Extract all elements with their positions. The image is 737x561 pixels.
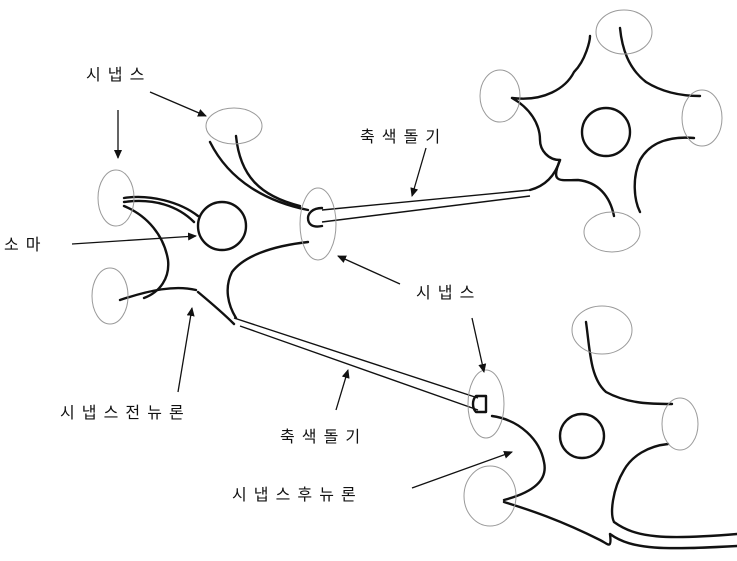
- label-synapse-mid: 시 냅 스: [416, 283, 475, 302]
- synapse-zone: [584, 212, 640, 252]
- arrow-synapse-mid: [338, 256, 400, 284]
- upper-right-nucleus: [582, 108, 630, 156]
- synapse-zone: [206, 108, 262, 144]
- arrow-soma: [72, 236, 196, 244]
- presynaptic-dendrite-top: [236, 136, 300, 206]
- synapse-zone: [92, 268, 128, 324]
- lower-right-neuron: [492, 322, 737, 548]
- axon-upper: [308, 160, 560, 227]
- upper-right-neuron: [512, 28, 700, 216]
- synapse-zone: [572, 306, 632, 354]
- lower-right-nucleus: [560, 414, 604, 458]
- synapse-zone: [480, 70, 520, 122]
- synapse-zone: [464, 466, 516, 526]
- presynaptic-neuron-left-upper: [124, 206, 168, 298]
- arrow-axon-bottom: [336, 370, 348, 410]
- synapse-zone: [662, 398, 698, 450]
- arrow-synapse-top-right: [150, 92, 206, 116]
- synapse-zone: [300, 188, 336, 260]
- arrow-synapse-lower: [472, 318, 484, 372]
- arrow-postsynaptic: [412, 452, 512, 488]
- label-presynaptic-neuron: 시 냅 스 전 뉴 론: [60, 403, 185, 422]
- label-soma: 소 마: [4, 235, 42, 254]
- arrow-axon-top: [412, 148, 426, 196]
- label-axon-top: 축 색 돌 기: [360, 127, 441, 146]
- presynaptic-nucleus: [198, 202, 246, 250]
- label-synapse-top: 시 냅 스: [86, 65, 145, 84]
- synapse-zone: [682, 90, 722, 146]
- presynaptic-neuron: [120, 136, 308, 324]
- synapse-zones: [92, 10, 722, 526]
- axon-lower: [234, 318, 486, 412]
- arrow-presynaptic: [178, 308, 192, 392]
- label-axon-bottom: 축 색 돌 기: [280, 427, 361, 446]
- labels: 시 냅 스 축 색 돌 기 소 마 시 냅 스 시 냅 스 전 뉴 론 축 색 …: [4, 65, 475, 504]
- label-postsynaptic-neuron: 시 냅 스 후 뉴 론: [232, 485, 357, 504]
